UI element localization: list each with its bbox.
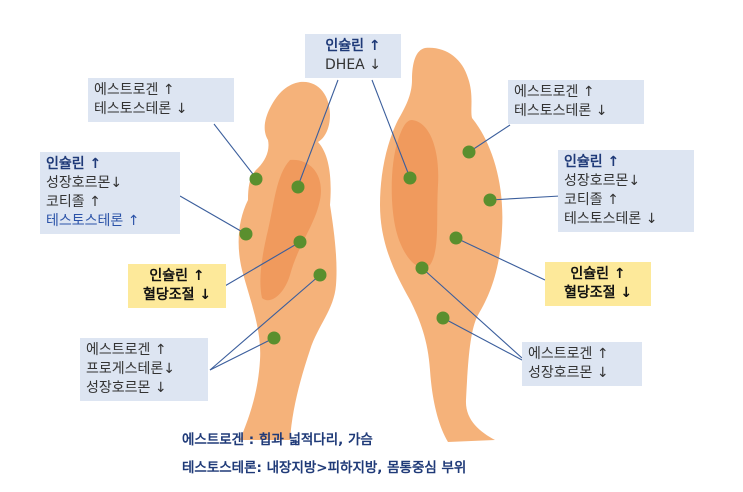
label-line: 테스토스테론 ↓ (94, 101, 188, 117)
marker-female-chest (249, 172, 263, 186)
marker-female-abdomen (293, 235, 307, 249)
label-right-insulin-group: 인슐린 ↑ 성장호르몬↓ 코티졸 ↑ 테스토스테론 ↓ (558, 150, 694, 232)
marker-male-belly (483, 193, 497, 207)
label-line: 인슐린 ↑ (149, 268, 205, 284)
label-right-lower: 에스트로겐 ↑ 성장호르몬 ↓ (522, 342, 642, 386)
male-visceral-fat (391, 120, 439, 268)
label-left-estrogen: 에스트로겐 ↑ 테스토스테론 ↓ (88, 78, 234, 122)
fat-site-markers (239, 145, 497, 345)
caption-testosterone: 테스토스테론: 내장지방>피하지방, 몸통중심 부위 (182, 460, 467, 476)
label-left-insulin-group: 인슐린 ↑ 성장호르몬↓ 코티졸 ↑ 테스토스테론 ↑ (40, 152, 180, 234)
marker-female-thigh (267, 331, 281, 345)
label-line: 테스토스테론 ↓ (564, 211, 658, 227)
label-line: 에스트로겐 ↑ (528, 346, 609, 362)
label-line: DHEA ↓ (325, 57, 381, 73)
label-line: 테스토스테론 ↓ (514, 103, 608, 119)
label-right-glucose: 인슐린 ↑ 혈당조절 ↓ (545, 262, 651, 306)
label-line: 코티졸 ↑ (564, 192, 619, 208)
label-line: 테스토스테론 ↑ (46, 213, 140, 229)
marker-female-hip (313, 268, 327, 282)
label-line: 에스트로겐 ↑ (94, 82, 175, 98)
label-top-center: 인슐린 ↑ DHEA ↓ (305, 34, 401, 78)
caption-estrogen: 에스트로겐 : 힙과 넓적다리, 가슴 (182, 432, 373, 448)
female-visceral-fat (260, 159, 321, 301)
label-line: 성장호르몬↓ (564, 173, 641, 189)
label-line: 코티졸 ↑ (46, 194, 101, 210)
label-line: 인슐린 ↑ (325, 38, 381, 54)
marker-female-visceral (291, 180, 305, 194)
label-line: 혈당조절 ↓ (142, 287, 212, 303)
label-line: 성장호르몬↓ (46, 175, 123, 191)
label-line: 에스트로겐 ↑ (86, 342, 167, 358)
label-line: 성장호르몬 ↓ (528, 365, 609, 381)
label-right-estrogen: 에스트로겐 ↑ 테스토스테론 ↓ (508, 80, 644, 124)
marker-female-belly (239, 227, 253, 241)
label-line: 인슐린 ↑ (570, 266, 626, 282)
marker-male-hip (415, 261, 429, 275)
marker-male-thigh (436, 311, 450, 325)
marker-male-visceral (403, 171, 417, 185)
label-line: 인슐린 ↑ (564, 154, 620, 170)
male-body-silhouette (380, 47, 503, 442)
label-line: 성장호르몬 ↓ (86, 380, 167, 396)
label-line: 에스트로겐 ↑ (514, 84, 595, 100)
label-line: 프로게스테론↓ (86, 361, 176, 377)
label-line: 인슐린 ↑ (46, 156, 102, 172)
label-left-lower: 에스트로겐 ↑ 프로게스테론↓ 성장호르몬 ↓ (80, 338, 208, 401)
leader-lines (179, 79, 561, 371)
label-left-glucose: 인슐린 ↑ 혈당조절 ↓ (128, 264, 226, 308)
marker-male-chest (462, 145, 476, 159)
label-line: 혈당조절 ↓ (563, 285, 633, 301)
marker-male-abdomen (449, 231, 463, 245)
